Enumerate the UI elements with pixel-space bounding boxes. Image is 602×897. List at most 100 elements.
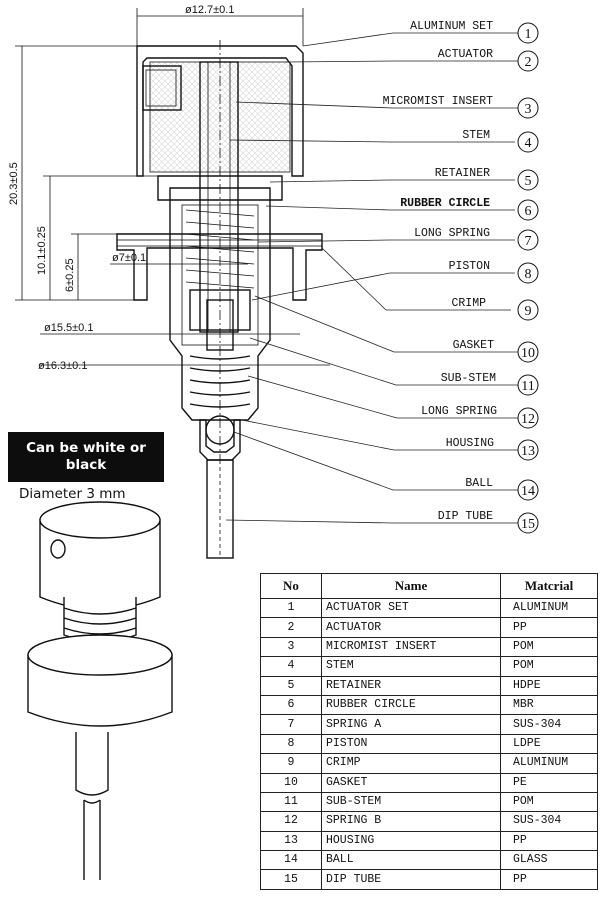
bom-cell-name: ACTUATOR SET (321, 597, 501, 619)
bom-cell-no: 8 (260, 733, 322, 755)
bom-cell-mat: GLASS (500, 850, 598, 871)
callout-label: LONG SPRING (414, 227, 490, 240)
bom-cell-mat: SUS-304 (500, 811, 598, 832)
callout-number-circle (517, 512, 539, 534)
bom-cell-mat: PP (500, 869, 598, 890)
dimension-lines: ø12.7±0.1 20.3±0.5 10.1±0.25 6±0.25 ø7±0… (8, 4, 330, 372)
bom-cell-mat: POM (500, 656, 598, 677)
bom-cell-mat: MBR (500, 694, 598, 716)
bom-cell-mat: PP (500, 830, 598, 852)
callout-leader (241, 419, 519, 451)
bom-cell-mat: POM (500, 791, 598, 813)
callout-number: 4 (525, 136, 532, 151)
pump-illustration (27, 501, 173, 880)
bom-cell-name: MICROMIST INSERT (321, 636, 501, 658)
callout-number: 3 (525, 102, 532, 117)
bom-header-name: Name (321, 573, 501, 599)
callout-number-circle (517, 341, 539, 363)
callout-number: 13 (521, 444, 535, 459)
bom-cell-name: BALL (321, 850, 501, 871)
callout-number-circle (517, 479, 539, 501)
bom-cell-mat: ALUMINUM (500, 753, 598, 774)
callout-number: 7 (525, 234, 532, 249)
callout-leader (265, 205, 515, 211)
callout-label: LONG SPRING (421, 405, 497, 418)
bom-cell-no: 7 (260, 714, 322, 735)
bom-cell-name: SPRING B (321, 811, 501, 832)
bom-cell-no: 11 (260, 791, 322, 813)
bom-header-no: No (260, 573, 322, 599)
dim-dia-2: ø16.3±0.1 (38, 360, 87, 372)
dim-height-mid: 10.1±0.25 (36, 226, 48, 275)
diameter-note: Diameter 3 mm (19, 486, 126, 502)
bom-cell-mat: HDPE (500, 675, 598, 696)
retainer (157, 175, 283, 201)
callout-number-circle (517, 50, 539, 72)
callout-label: CRIMP (451, 297, 486, 310)
bom-cell-name: PISTON (321, 733, 501, 755)
callout-leader (251, 272, 515, 301)
callout-label: MICROMIST INSERT (383, 95, 494, 108)
spray-hole-icon (50, 539, 66, 559)
callout-leader (235, 101, 518, 109)
cross-section (116, 40, 323, 559)
callout-label: ACTUATOR (438, 48, 493, 61)
long-spring-lower (189, 355, 251, 408)
callout-number: 11 (521, 379, 534, 394)
housing (169, 199, 271, 421)
micromist-insert (142, 65, 182, 111)
callout-label: HOUSING (446, 437, 494, 450)
bom-cell-no: 9 (260, 753, 322, 774)
callout-label: RETAINER (435, 167, 490, 180)
bom-header-row: No Name Matcrial (260, 573, 598, 599)
callout-number: 8 (525, 267, 532, 282)
callout-label: PISTON (449, 260, 490, 273)
callout-number: 1 (525, 27, 532, 42)
callout-number: 12 (521, 412, 535, 427)
callout-label: BALL (465, 477, 493, 490)
bom-cell-mat: PE (500, 772, 598, 793)
bom-cell-no: 4 (260, 656, 322, 677)
callout-number-circle (517, 22, 539, 44)
callout-leader (247, 375, 522, 419)
callout-number: 9 (525, 304, 532, 319)
callout-number-circle (517, 374, 539, 396)
bom-cell-name: SPRING A (321, 714, 501, 735)
bom-cell-no: 14 (260, 850, 322, 871)
bom-cell-no: 3 (260, 636, 322, 658)
callout-number-circle (517, 439, 539, 461)
callout-number: 5 (525, 174, 532, 189)
callout-number: 6 (525, 204, 532, 219)
callout-label: SUB-STEM (441, 372, 496, 385)
bom-cell-name: DIP TUBE (321, 869, 501, 890)
callout-number-circle (517, 229, 539, 251)
bom-cell-name: ACTUATOR (321, 617, 501, 638)
callout-number-circle (517, 407, 539, 429)
bom-cell-name: HOUSING (321, 830, 501, 852)
callout-number: 2 (525, 55, 532, 70)
callout-number-circle (517, 131, 539, 153)
dim-width-top: ø12.7±0.1 (185, 4, 234, 16)
dim-height-total: 20.3±0.5 (8, 162, 20, 205)
bom-cell-name: GASKET (321, 772, 501, 793)
callout-number: 15 (521, 517, 535, 532)
dim-inner-dia: ø7±0.1 (112, 252, 146, 264)
callout-leader (229, 139, 515, 143)
callout-number-circle (517, 97, 539, 119)
bom-cell-name: CRIMP (321, 753, 501, 774)
bom-cell-name: SUB-STEM (321, 791, 501, 813)
callout-label: DIP TUBE (438, 510, 493, 523)
